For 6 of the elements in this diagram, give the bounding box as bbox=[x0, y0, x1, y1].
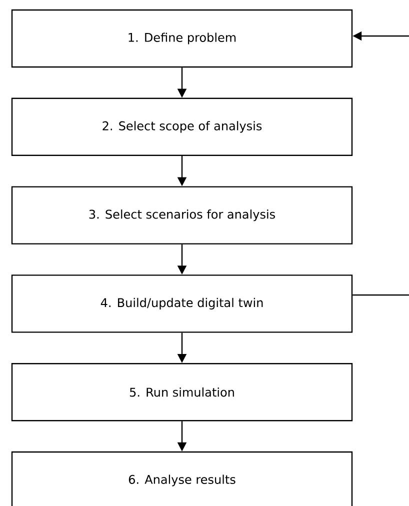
process-box: 6. Analyse results bbox=[11, 451, 353, 506]
process-box: 5. Run simulation bbox=[11, 363, 353, 422]
process-box: 2. Select scope of analysis bbox=[11, 98, 353, 156]
process-box: 3. Select scenarios for analysis bbox=[11, 186, 353, 244]
process-box: 1. Define problem bbox=[11, 9, 353, 68]
process-box: 4. Build/update digital twin bbox=[11, 274, 353, 333]
